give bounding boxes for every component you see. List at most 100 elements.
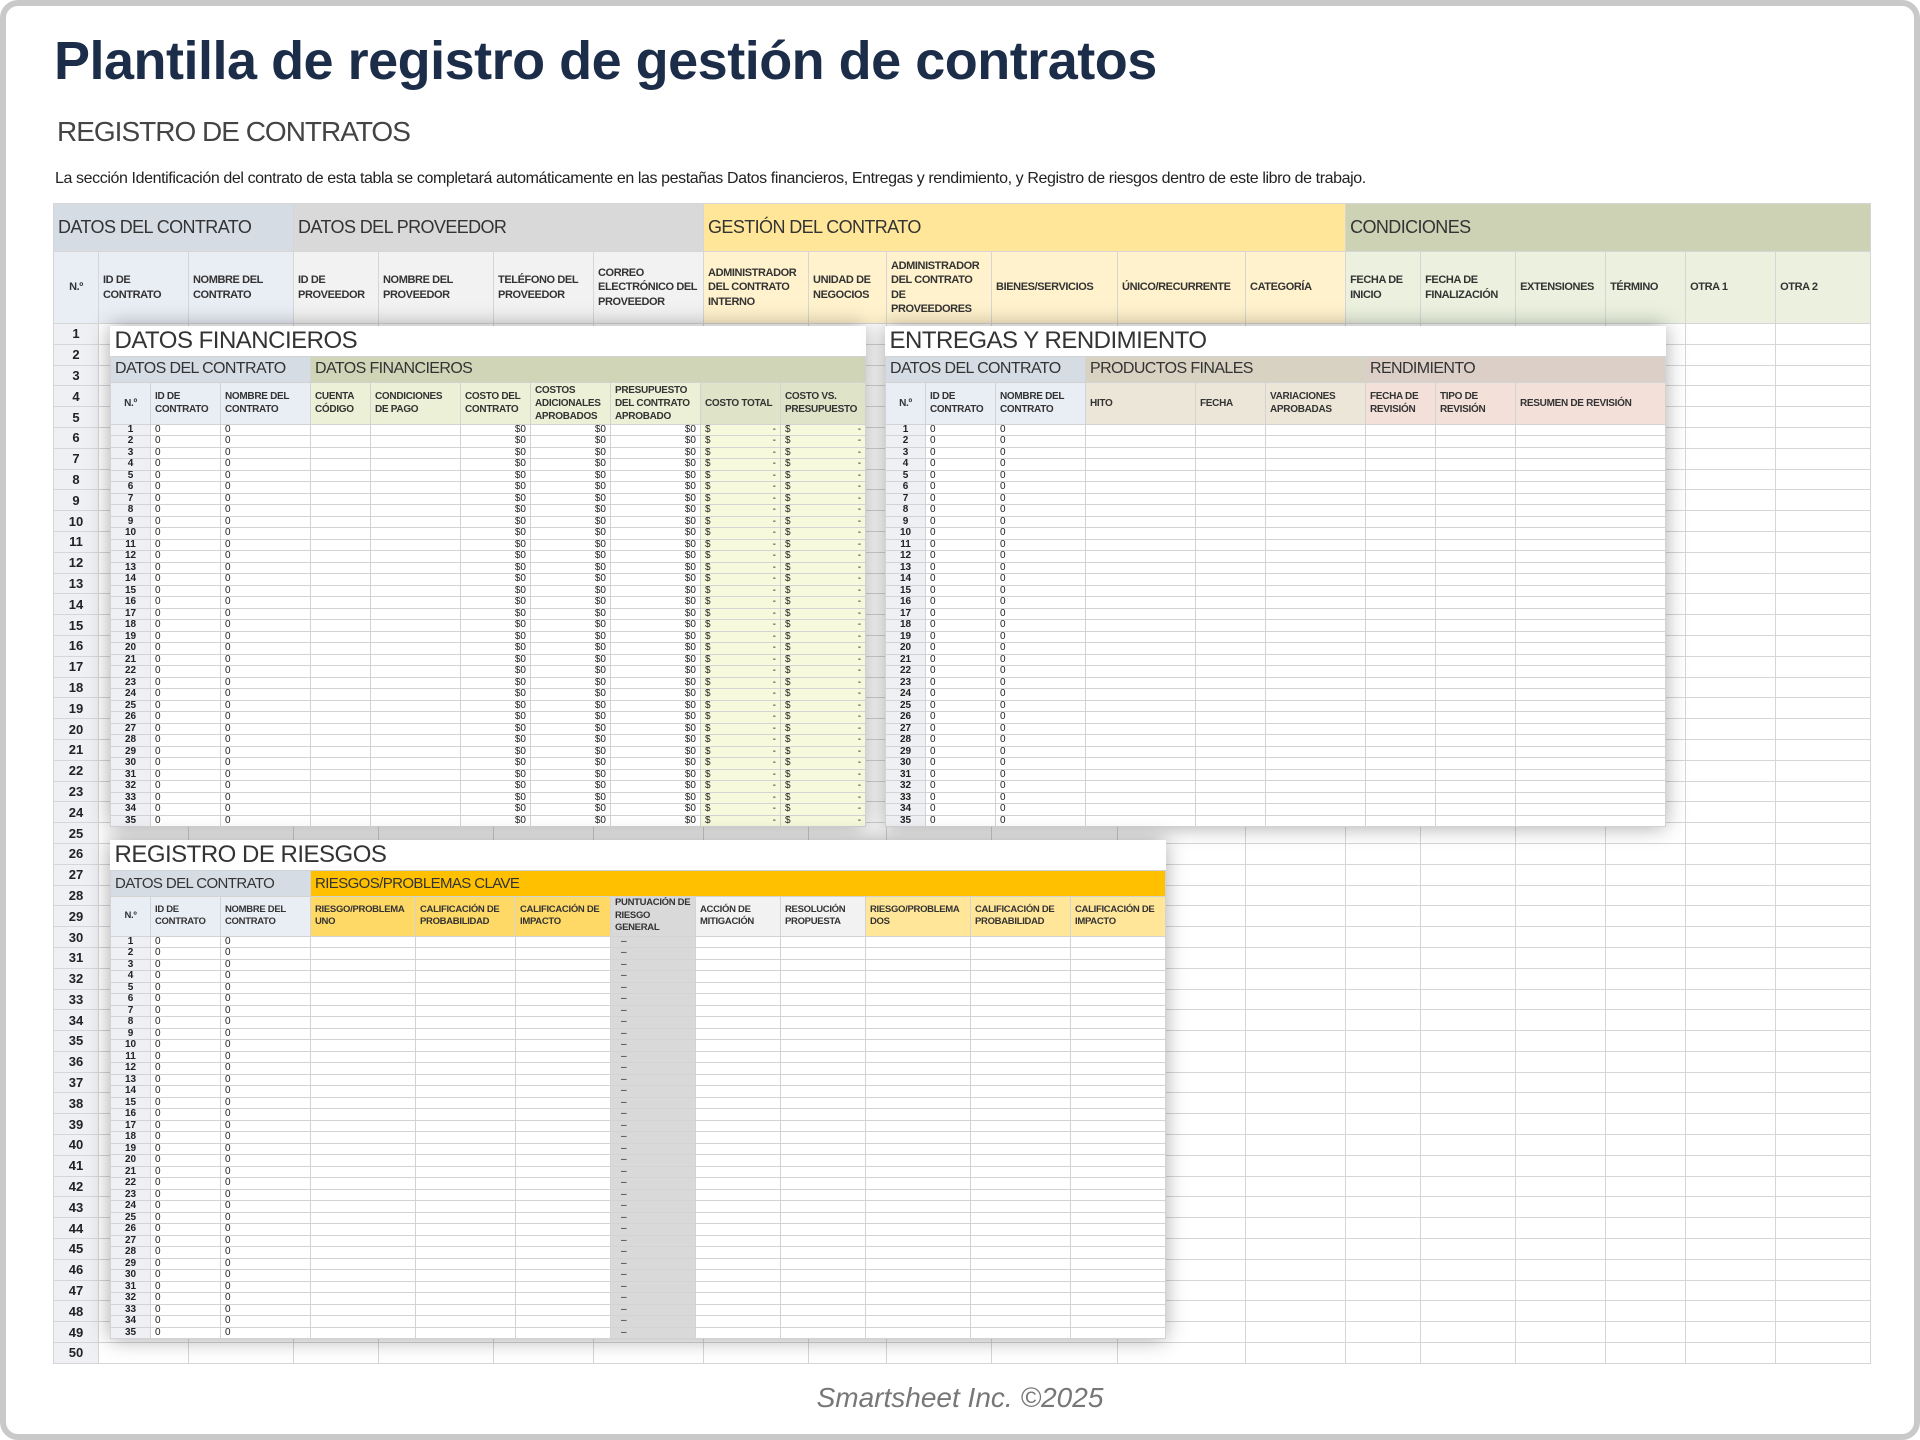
table-cell[interactable] [370,481,461,494]
table-cell[interactable]: 0 [995,757,1086,770]
table-cell[interactable]: $- [700,469,781,482]
table-cell[interactable] [415,981,516,994]
table-cell[interactable]: 0 [925,446,996,459]
table-cell[interactable] [1345,1175,1422,1198]
table-cell[interactable]: $0 [530,538,611,551]
table-cell[interactable] [1685,822,1777,844]
table-cell[interactable] [1515,988,1607,1011]
table-cell[interactable] [780,981,866,994]
table-cell[interactable] [970,1062,1071,1075]
table-cell[interactable] [1069,1326,1167,1339]
table-cell[interactable]: 0 [150,435,221,448]
table-cell[interactable] [1775,697,1872,720]
table-cell[interactable] [310,1234,416,1247]
table-cell[interactable] [1245,1217,1347,1240]
table-cell[interactable] [1775,1238,1872,1260]
table-cell[interactable] [780,1165,866,1178]
table-cell[interactable]: $0 [460,711,531,724]
table-cell[interactable] [515,1234,611,1247]
table-cell[interactable] [1775,738,1872,761]
table-cell[interactable] [515,1280,611,1293]
table-cell[interactable] [515,1223,611,1236]
table-cell[interactable] [1195,791,1266,804]
table-cell[interactable] [1265,527,1366,540]
table-cell[interactable] [515,1200,611,1213]
table-cell[interactable]: $- [700,665,781,678]
table-cell[interactable]: $- [779,619,867,632]
table-cell[interactable] [1265,653,1366,666]
table-cell[interactable]: $- [779,607,867,620]
table-cell[interactable] [1245,863,1347,886]
table-cell[interactable]: 0 [220,1142,311,1155]
table-cell[interactable] [1775,1300,1872,1323]
table-cell[interactable] [1514,688,1667,701]
table-cell[interactable] [695,1234,781,1247]
table-cell[interactable] [310,1027,416,1040]
table-cell[interactable]: $0 [610,619,701,632]
table-cell[interactable] [1365,596,1436,609]
table-cell[interactable] [1775,1050,1872,1073]
table-cell[interactable] [1365,550,1436,563]
table-cell[interactable]: – [610,1027,696,1040]
column-header[interactable]: HITO [1085,381,1196,425]
table-cell[interactable] [1515,1238,1607,1260]
table-cell[interactable] [1345,946,1422,969]
table-cell[interactable] [1435,653,1516,666]
table-cell[interactable] [370,619,461,632]
table-cell[interactable] [1435,584,1516,597]
table-cell[interactable]: 0 [220,1257,311,1270]
table-cell[interactable]: 0 [925,561,996,574]
table-cell[interactable] [1435,515,1516,528]
table-cell[interactable] [1775,1092,1872,1115]
table-cell[interactable] [1195,607,1266,620]
table-cell[interactable] [1515,967,1607,990]
table-cell[interactable]: $- [700,653,781,666]
table-cell[interactable]: $0 [610,780,701,793]
table-cell[interactable]: – [610,1131,696,1144]
table-cell[interactable]: $- [700,757,781,770]
table-cell[interactable] [1117,1342,1247,1364]
table-cell[interactable]: 0 [220,958,311,971]
table-cell[interactable] [1435,469,1516,482]
table-cell[interactable] [695,1269,781,1282]
table-cell[interactable] [370,699,461,712]
table-cell[interactable]: $0 [460,688,531,701]
table-cell[interactable] [370,504,461,517]
table-cell[interactable] [1515,1258,1607,1281]
table-cell[interactable] [1514,780,1667,793]
table-cell[interactable]: – [610,1211,696,1224]
table-cell[interactable]: 0 [150,1269,221,1282]
table-cell[interactable] [415,1211,516,1224]
table-cell[interactable]: 0 [150,584,221,597]
table-cell[interactable] [1515,1154,1607,1177]
table-cell[interactable] [415,1177,516,1190]
table-cell[interactable]: 0 [995,596,1086,609]
column-header[interactable]: RIESGO/PROBLEMA UNO [310,895,416,937]
table-cell[interactable]: $0 [610,458,701,471]
table-cell[interactable] [1420,1342,1517,1364]
table-cell[interactable] [1775,842,1872,865]
table-cell[interactable] [970,1119,1071,1132]
table-cell[interactable] [695,1280,781,1293]
table-cell[interactable]: $0 [530,423,611,436]
table-cell[interactable] [1605,1238,1687,1260]
table-cell[interactable] [415,1292,516,1305]
table-cell[interactable]: $0 [530,699,611,712]
table-cell[interactable] [970,1027,1071,1040]
table-cell[interactable] [1685,1092,1777,1115]
table-cell[interactable] [1685,780,1777,803]
table-cell[interactable] [515,1096,611,1109]
table-cell[interactable]: – [610,1165,696,1178]
table-cell[interactable] [1365,745,1436,758]
table-cell[interactable] [1420,884,1517,907]
table-cell[interactable] [1514,619,1667,632]
table-cell[interactable]: $- [779,527,867,540]
table-cell[interactable] [1605,1009,1687,1032]
table-cell[interactable]: – [610,1292,696,1305]
table-cell[interactable] [1345,1154,1422,1177]
table-cell[interactable]: 0 [150,1073,221,1086]
table-cell[interactable]: – [610,1073,696,1086]
table-cell[interactable] [515,947,611,960]
table-cell[interactable] [1365,630,1436,643]
table-cell[interactable]: 0 [150,596,221,609]
